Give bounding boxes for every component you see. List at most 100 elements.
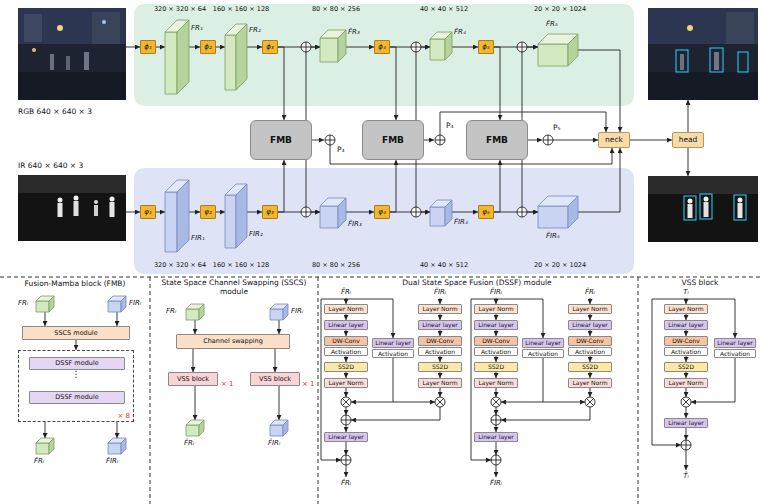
- cube-face: [186, 425, 199, 436]
- activation: Activation: [522, 349, 564, 358]
- node-label: FMB: [486, 136, 508, 145]
- detection-result-rgb: [687, 25, 693, 31]
- channel-swap-box: Channel swapping: [176, 334, 290, 349]
- cube-face: [445, 32, 452, 60]
- activation: Activation: [568, 347, 612, 356]
- panel-title: Dual State Space Fusion (DSSF) module: [402, 279, 551, 288]
- output-label: T̄ᵢ: [683, 472, 689, 480]
- dw-conv: DW-Conv: [568, 336, 612, 346]
- node-label: Activation: [528, 351, 558, 357]
- node-label: φ₁: [144, 209, 151, 216]
- cube-face: [36, 301, 49, 312]
- node-label: F̃IR₃: [348, 220, 362, 228]
- connector: [189, 212, 200, 213]
- dimension-label: 20 × 20 × 1024: [534, 6, 586, 13]
- cube-face: [49, 296, 54, 312]
- feature-map: F̃IR₃: [320, 198, 346, 228]
- connector: [390, 47, 396, 120]
- detection-result-ir: [648, 176, 758, 242]
- detection-result-ir: [704, 197, 709, 202]
- detection-result-ir: [648, 176, 758, 194]
- add-operator: [543, 135, 553, 145]
- connector: [452, 47, 478, 48]
- node-label: VSS block: [259, 376, 291, 383]
- connector: [452, 212, 478, 213]
- node-label: Linear layer: [572, 322, 608, 328]
- node-label: FRᵢ: [18, 299, 28, 307]
- multiply-operator: [437, 399, 444, 406]
- add-operator: [491, 415, 501, 425]
- connector: [275, 349, 276, 372]
- connector: [117, 422, 118, 438]
- activation: Activation: [372, 349, 414, 358]
- cube-face: [236, 184, 247, 248]
- pyramid-label: P₃: [337, 146, 345, 155]
- connector: [630, 140, 672, 141]
- cube-face: [108, 301, 121, 312]
- repeat-group: × 8DSSF moduleDSSF module: [18, 350, 134, 422]
- ss2d: SS2D: [474, 362, 518, 372]
- linear-layer: Linear layer: [664, 320, 708, 330]
- cube-shape: [320, 198, 346, 228]
- detection-result-ir: [738, 203, 743, 218]
- cube-face: [270, 425, 283, 436]
- cube-shape: [186, 304, 204, 320]
- connector: [306, 160, 320, 212]
- layout-wire: [686, 428, 687, 440]
- feature-map: FR₁: [165, 20, 189, 94]
- connector: [45, 422, 46, 438]
- pyramid-label: P₅: [553, 124, 561, 133]
- node-label: φ₅: [482, 209, 489, 216]
- node-label: FR₂: [249, 26, 261, 34]
- connector: [279, 386, 280, 420]
- vss-block: VSS block: [250, 372, 300, 386]
- connector: [189, 47, 200, 48]
- rgb-photo: [102, 20, 106, 24]
- rgb-photo: [18, 8, 126, 100]
- layout-wire: [424, 140, 434, 141]
- node-label: φ₃: [266, 209, 273, 216]
- cube-face: [320, 206, 338, 228]
- rgb-photo: [24, 14, 42, 42]
- node-label: FMB: [270, 136, 292, 145]
- layout-wire: [501, 407, 590, 420]
- add-operator: [681, 440, 691, 450]
- ir-band: [134, 168, 634, 274]
- add-operator: [301, 42, 691, 465]
- add-operator: [435, 135, 445, 145]
- multiply-operator: [493, 399, 500, 406]
- cube-shape: [225, 24, 247, 90]
- panel-separator: [0, 277, 763, 278]
- layout-wire: [686, 450, 687, 470]
- layout-wire: [312, 140, 324, 141]
- node-label: Layer Norm: [478, 306, 513, 312]
- ss2d: SS2D: [418, 362, 462, 372]
- activation: Activation: [418, 347, 462, 356]
- cube-shape: [430, 32, 452, 60]
- cube-face: [165, 192, 177, 252]
- add-operator: [491, 455, 501, 465]
- stage-block: φ₂: [200, 205, 216, 219]
- ellipsis-mark: ⋮: [72, 369, 81, 379]
- linear-layer: Linear layer: [664, 418, 708, 428]
- connector: [390, 160, 396, 212]
- cube-shape: [165, 20, 189, 94]
- layout-wire: [686, 388, 687, 397]
- vss-block: VSS block: [168, 372, 218, 386]
- layer-norm: Layer Norm: [664, 378, 708, 388]
- node-label: Linear layer: [478, 434, 514, 440]
- add-operator: [517, 207, 527, 217]
- feature-map: FIR₂: [225, 184, 247, 248]
- node-label: ϕ₅: [482, 44, 489, 51]
- feature-map: FIRᵢ: [270, 304, 288, 320]
- node-label: Linear layer: [328, 322, 364, 328]
- layout-wire: [440, 388, 441, 397]
- node-label: Activation: [425, 349, 455, 355]
- layout-wire: [496, 425, 497, 432]
- output-label: F̃Rᵢ: [341, 479, 351, 487]
- cube-face: [445, 200, 452, 226]
- cube-shape: [108, 296, 126, 312]
- ss2d: SS2D: [324, 362, 368, 372]
